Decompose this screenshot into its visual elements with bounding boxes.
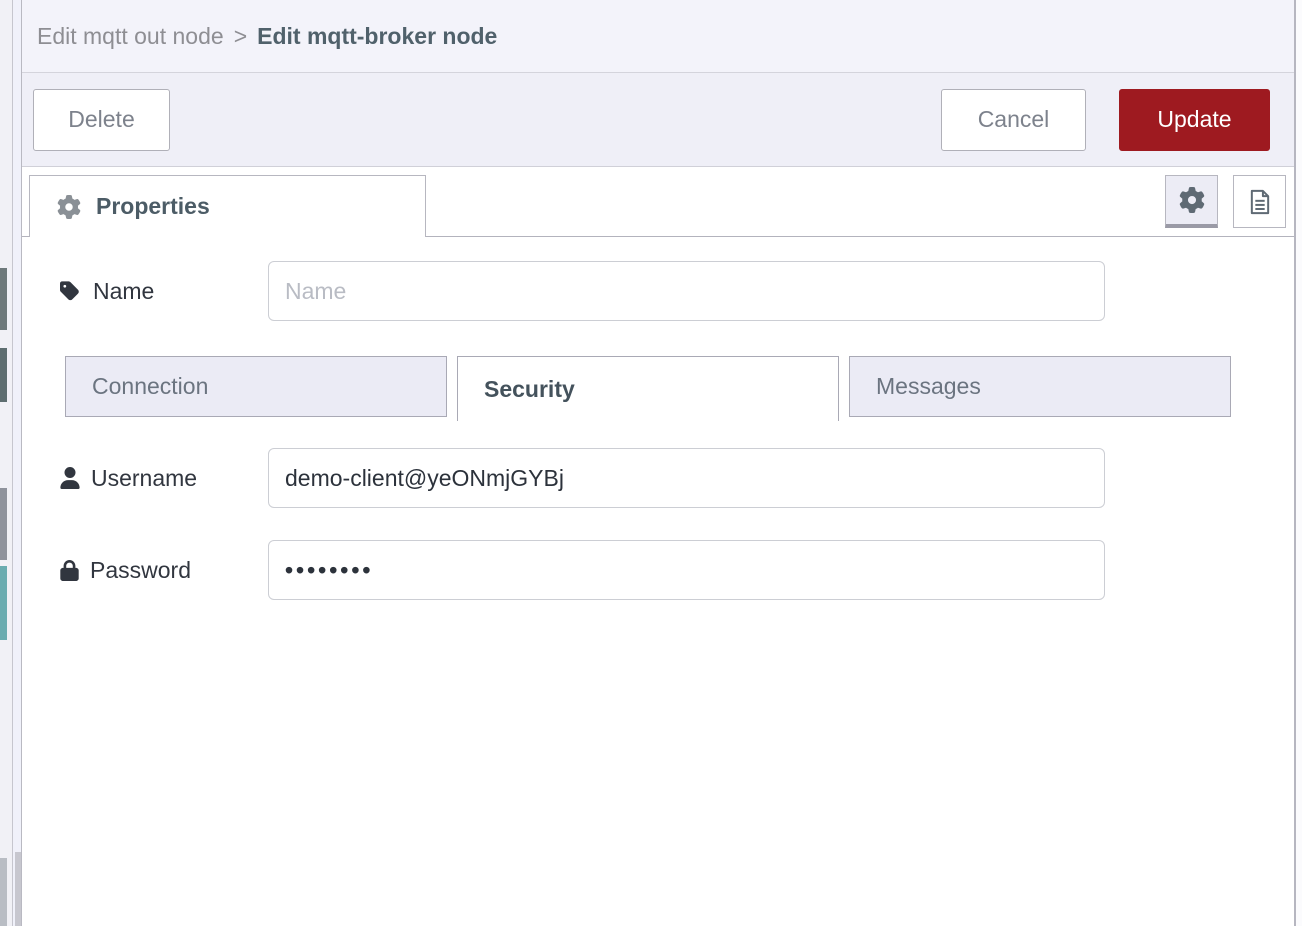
edit-node-tray: Edit mqtt out node > Edit mqtt-broker no… — [21, 0, 1296, 926]
node-edit-form: Name Connection Security Messages Userna… — [22, 261, 1294, 600]
tab-security-label: Security — [484, 375, 575, 402]
username-field-row: Username — [22, 448, 1294, 508]
tab-connection[interactable]: Connection — [65, 356, 447, 417]
breadcrumb-separator: > — [233, 22, 248, 49]
broker-section-tabs: Connection Security Messages — [65, 356, 1294, 421]
palette-node-fragment — [0, 348, 7, 402]
tab-messages[interactable]: Messages — [849, 356, 1231, 417]
password-label-text: Password — [90, 556, 191, 583]
name-label-text: Name — [93, 277, 155, 304]
tab-properties[interactable]: Properties — [29, 175, 426, 237]
username-label: Username — [22, 465, 268, 492]
palette-node-fragment — [0, 488, 7, 560]
tab-connection-label: Connection — [92, 373, 209, 399]
file-lines-icon — [1246, 188, 1274, 216]
tag-icon — [60, 280, 82, 302]
properties-tab-label: Properties — [96, 193, 210, 219]
palette-node-fragment — [0, 566, 7, 640]
name-field-row: Name — [22, 261, 1294, 321]
lock-icon — [60, 559, 79, 581]
workspace-edge — [0, 0, 21, 926]
node-description-button[interactable] — [1233, 175, 1286, 228]
editor-tab-header: Properties — [22, 167, 1294, 237]
delete-button[interactable]: Delete — [33, 88, 170, 151]
password-label: Password — [22, 557, 268, 584]
gear-icon — [1179, 187, 1205, 213]
username-input[interactable] — [268, 448, 1105, 508]
name-input[interactable] — [268, 261, 1105, 321]
breadcrumb: Edit mqtt out node > Edit mqtt-broker no… — [22, 0, 1294, 73]
breadcrumb-parent-link[interactable]: Edit mqtt out node — [37, 22, 224, 49]
name-label: Name — [22, 278, 268, 305]
user-icon — [60, 467, 80, 489]
dialog-toolbar: Delete Cancel Update — [22, 73, 1294, 167]
node-settings-button[interactable] — [1165, 175, 1218, 228]
tab-messages-label: Messages — [876, 373, 981, 399]
cancel-button[interactable]: Cancel — [941, 88, 1086, 151]
scrollbar-thumb[interactable] — [15, 852, 21, 926]
tab-security[interactable]: Security — [457, 356, 839, 421]
workspace-gutter — [13, 0, 21, 926]
password-input[interactable] — [268, 540, 1105, 600]
gear-icon — [57, 194, 81, 219]
workspace-divider — [12, 0, 13, 926]
tab-bar-divider — [22, 236, 1294, 237]
breadcrumb-current: Edit mqtt-broker node — [257, 22, 498, 49]
palette-node-fragment — [0, 268, 7, 330]
palette-node-fragment — [0, 858, 7, 926]
password-field-row: Password — [22, 540, 1294, 600]
username-label-text: Username — [91, 464, 198, 491]
update-button[interactable]: Update — [1119, 88, 1270, 151]
